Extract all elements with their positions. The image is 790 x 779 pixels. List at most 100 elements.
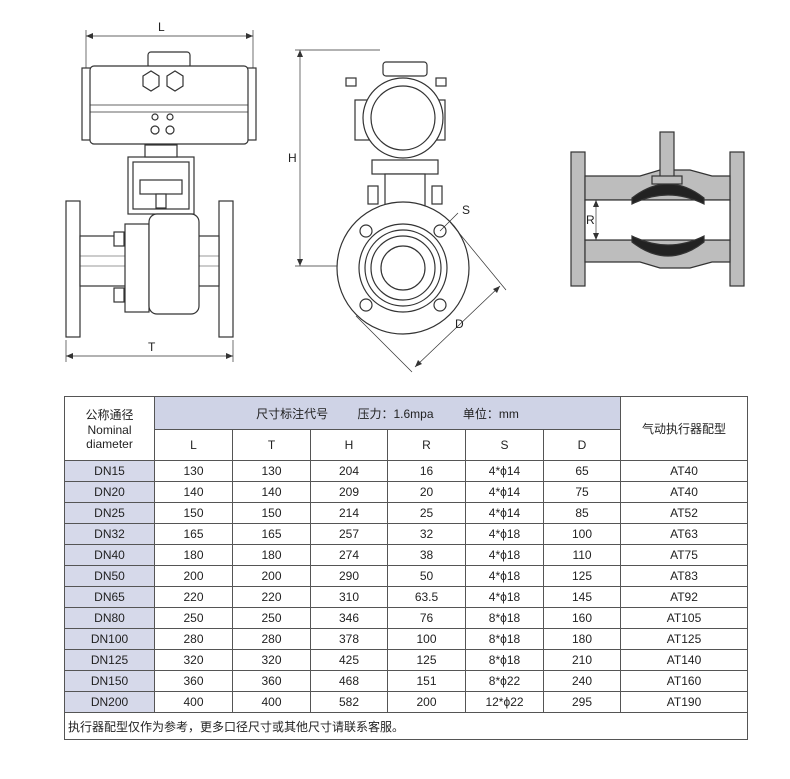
dim-r-label: R xyxy=(586,213,595,227)
nominal-cn: 公称通径 xyxy=(85,408,134,422)
col-header-l: L xyxy=(154,429,233,461)
cell-dn: DN20 xyxy=(64,481,155,503)
cell-s: 4*ϕ18 xyxy=(465,565,544,587)
cell-d: 180 xyxy=(542,628,622,650)
cell-r: 50 xyxy=(387,565,466,587)
cell-s: 4*ϕ14 xyxy=(465,502,544,524)
cell-at: AT160 xyxy=(620,670,749,692)
cell-s: 12*ϕ22 xyxy=(465,691,544,713)
cell-dn: DN200 xyxy=(64,691,155,713)
unit-label: 单位：mm xyxy=(462,406,519,421)
cell-l: 130 xyxy=(154,460,233,482)
cell-at: AT63 xyxy=(620,523,749,545)
cell-at: AT140 xyxy=(620,649,749,671)
cell-l: 180 xyxy=(154,544,233,566)
cell-h: 310 xyxy=(310,586,388,608)
cell-s: 8*ϕ18 xyxy=(465,649,544,671)
spec-table: 公称通径 Nominal diameter 尺寸标注代号 压力：1.6mpa 单… xyxy=(63,396,749,740)
cell-l: 400 xyxy=(154,691,233,713)
cell-h: 378 xyxy=(310,628,388,650)
cell-d: 85 xyxy=(542,502,622,524)
cell-h: 204 xyxy=(310,460,388,482)
cell-s: 4*ϕ14 xyxy=(465,481,544,503)
cell-l: 220 xyxy=(154,586,233,608)
cell-d: 295 xyxy=(542,691,622,713)
front-view-drawing xyxy=(65,30,257,362)
col-header-r: R xyxy=(387,429,466,461)
table-header-row-1: 公称通径 Nominal diameter 尺寸标注代号 压力：1.6mpa 单… xyxy=(64,396,749,461)
cell-at: AT75 xyxy=(620,544,749,566)
cell-at: AT40 xyxy=(620,481,749,503)
cell-s: 4*ϕ18 xyxy=(465,544,544,566)
cell-h: 290 xyxy=(310,565,388,587)
cell-d: 145 xyxy=(542,586,622,608)
cell-l: 320 xyxy=(154,649,233,671)
col-header-h: H xyxy=(310,429,388,461)
pressure-label: 压力：1.6mpa xyxy=(357,406,434,421)
cell-d: 65 xyxy=(542,460,622,482)
cell-r: 63.5 xyxy=(387,586,466,608)
cell-h: 468 xyxy=(310,670,388,692)
dim-l-label: L xyxy=(158,20,165,34)
cell-r: 20 xyxy=(387,481,466,503)
section-view-drawing xyxy=(570,131,745,287)
cell-dn: DN50 xyxy=(64,565,155,587)
cell-dn: DN100 xyxy=(64,628,155,650)
group-title: 尺寸标注代号 xyxy=(256,406,329,421)
table-header-row-2: L T H R S D xyxy=(65,429,748,461)
cell-t: 130 xyxy=(232,460,311,482)
cell-t: 220 xyxy=(232,586,311,608)
cell-l: 200 xyxy=(154,565,233,587)
technical-drawings: L T H S xyxy=(65,20,745,373)
col-header-s: S xyxy=(465,429,544,461)
cell-s: 4*ϕ14 xyxy=(465,460,544,482)
cell-l: 165 xyxy=(154,523,233,545)
cell-r: 200 xyxy=(387,691,466,713)
cell-at: AT105 xyxy=(620,607,749,629)
col-header-d: D xyxy=(542,429,622,461)
cell-r: 16 xyxy=(387,460,466,482)
dim-t-label: T xyxy=(148,340,156,354)
cell-t: 150 xyxy=(232,502,311,524)
side-view-drawing xyxy=(295,49,507,373)
cell-t: 165 xyxy=(232,523,311,545)
cell-at: AT190 xyxy=(620,691,749,713)
cell-d: 75 xyxy=(542,481,622,503)
cell-r: 76 xyxy=(387,607,466,629)
cell-h: 214 xyxy=(310,502,388,524)
cell-l: 140 xyxy=(154,481,233,503)
cell-dn: DN80 xyxy=(64,607,155,629)
cell-t: 280 xyxy=(232,628,311,650)
cell-t: 180 xyxy=(232,544,311,566)
cell-s: 4*ϕ18 xyxy=(465,586,544,608)
cell-l: 280 xyxy=(154,628,233,650)
cell-t: 200 xyxy=(232,565,311,587)
cell-t: 400 xyxy=(232,691,311,713)
cell-dn: DN15 xyxy=(64,460,155,482)
cell-r: 25 xyxy=(387,502,466,524)
cell-at: AT125 xyxy=(620,628,749,650)
nominal-en-2: diameter xyxy=(86,437,133,451)
actuator-header: 气动执行器配型 xyxy=(620,396,749,461)
cell-s: 8*ϕ18 xyxy=(465,628,544,650)
cell-at: AT83 xyxy=(620,565,749,587)
cell-d: 110 xyxy=(542,544,622,566)
cell-at: AT52 xyxy=(620,502,749,524)
cell-h: 257 xyxy=(310,523,388,545)
cell-dn: DN32 xyxy=(64,523,155,545)
table-note: 执行器配型仅作为参考，更多口径尺寸或其他尺寸请联系客服。 xyxy=(63,712,749,740)
cell-dn: DN150 xyxy=(64,670,155,692)
cell-at: AT40 xyxy=(620,460,749,482)
cell-h: 425 xyxy=(310,649,388,671)
cell-dn: DN40 xyxy=(64,544,155,566)
